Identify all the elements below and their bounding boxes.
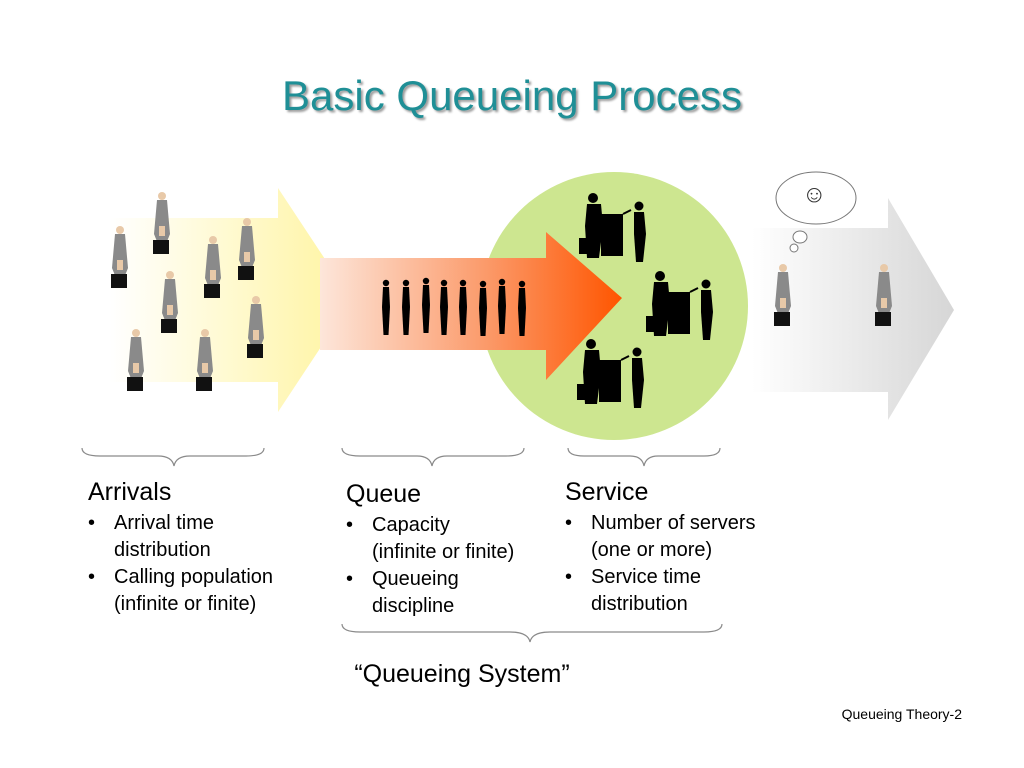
arrivals-arrow [110, 188, 352, 412]
queue-column: Queue Capacity (infinite or finite) Queu… [346, 478, 556, 620]
bullet-line: distribution [591, 593, 688, 615]
bullet-line: distribution [114, 539, 211, 561]
thought-cloud [775, 171, 857, 253]
arrivals-heading: Arrivals [88, 478, 172, 506]
service-heading: Service [565, 478, 649, 506]
queue-brace [341, 447, 525, 467]
bullet-line: Queueing [372, 568, 459, 590]
slide-title: Basic Queueing Process [282, 72, 742, 119]
service-bullet: Service time distribution [565, 564, 805, 618]
service-column: Service Number of servers (one or more) … [565, 476, 805, 618]
queue-heading: Queue [346, 480, 422, 508]
arrivals-column: Arrivals Arrival time distribution Calli… [88, 476, 318, 618]
arrivals-brace [81, 447, 265, 467]
bullet-line: Number of servers [591, 512, 756, 534]
slide-footer: Queueing Theory-2 [841, 706, 962, 722]
service-brace [567, 447, 721, 467]
arrivals-bullet: Calling population (infinite or finite) [88, 564, 318, 618]
bullet-line: discipline [372, 595, 455, 617]
departure-arrow [752, 198, 954, 420]
service-bullet: Number of servers (one or more) [565, 510, 805, 564]
bullet-line: Arrival time [114, 512, 215, 534]
queue-bullet: Queueing discipline [346, 566, 556, 620]
queueing-system-brace [341, 623, 723, 643]
bullet-line: Calling population [114, 566, 274, 588]
bullet-line: (one or more) [591, 539, 713, 561]
queue-bullet: Capacity (infinite or finite) [346, 512, 556, 566]
arrivals-bullet: Arrival time distribution [88, 510, 318, 564]
braces [81, 447, 723, 643]
queueing-system-label: “Queueing System” [354, 660, 570, 688]
bullet-line: Capacity [372, 514, 450, 536]
bullet-line: (infinite or finite) [372, 541, 515, 563]
queue-arrow [320, 232, 622, 380]
bullet-line: (infinite or finite) [114, 593, 257, 615]
bullet-line: Service time [591, 566, 702, 588]
smiley-icon: ☺ [802, 181, 827, 208]
